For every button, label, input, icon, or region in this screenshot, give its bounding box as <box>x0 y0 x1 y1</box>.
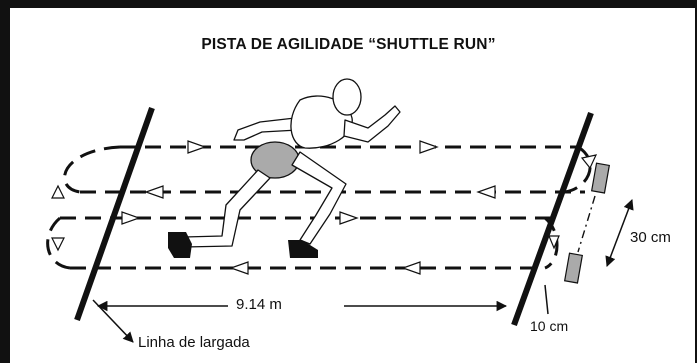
gap-pointer <box>544 284 549 315</box>
start-line <box>74 106 155 322</box>
direction-arrows <box>51 140 598 275</box>
turn-line <box>511 111 594 327</box>
wooden-blocks <box>563 162 611 284</box>
distance-label: 9.14 m <box>236 296 282 313</box>
start-line-label: Linha de largada <box>138 334 250 351</box>
frame-left-border <box>0 0 10 363</box>
start-line-pointer <box>92 299 134 343</box>
diagram-title: PISTA DE AGILIDADE “SHUTTLE RUN” <box>201 36 496 53</box>
frame-right-border <box>695 0 697 363</box>
runner-figure <box>183 78 401 248</box>
spacing-arrow <box>605 199 634 267</box>
frame-top-border <box>0 0 697 8</box>
runner-shoes <box>168 232 318 258</box>
block-spacing-label: 30 cm <box>630 229 671 246</box>
gap-label: 10 cm <box>530 318 569 334</box>
